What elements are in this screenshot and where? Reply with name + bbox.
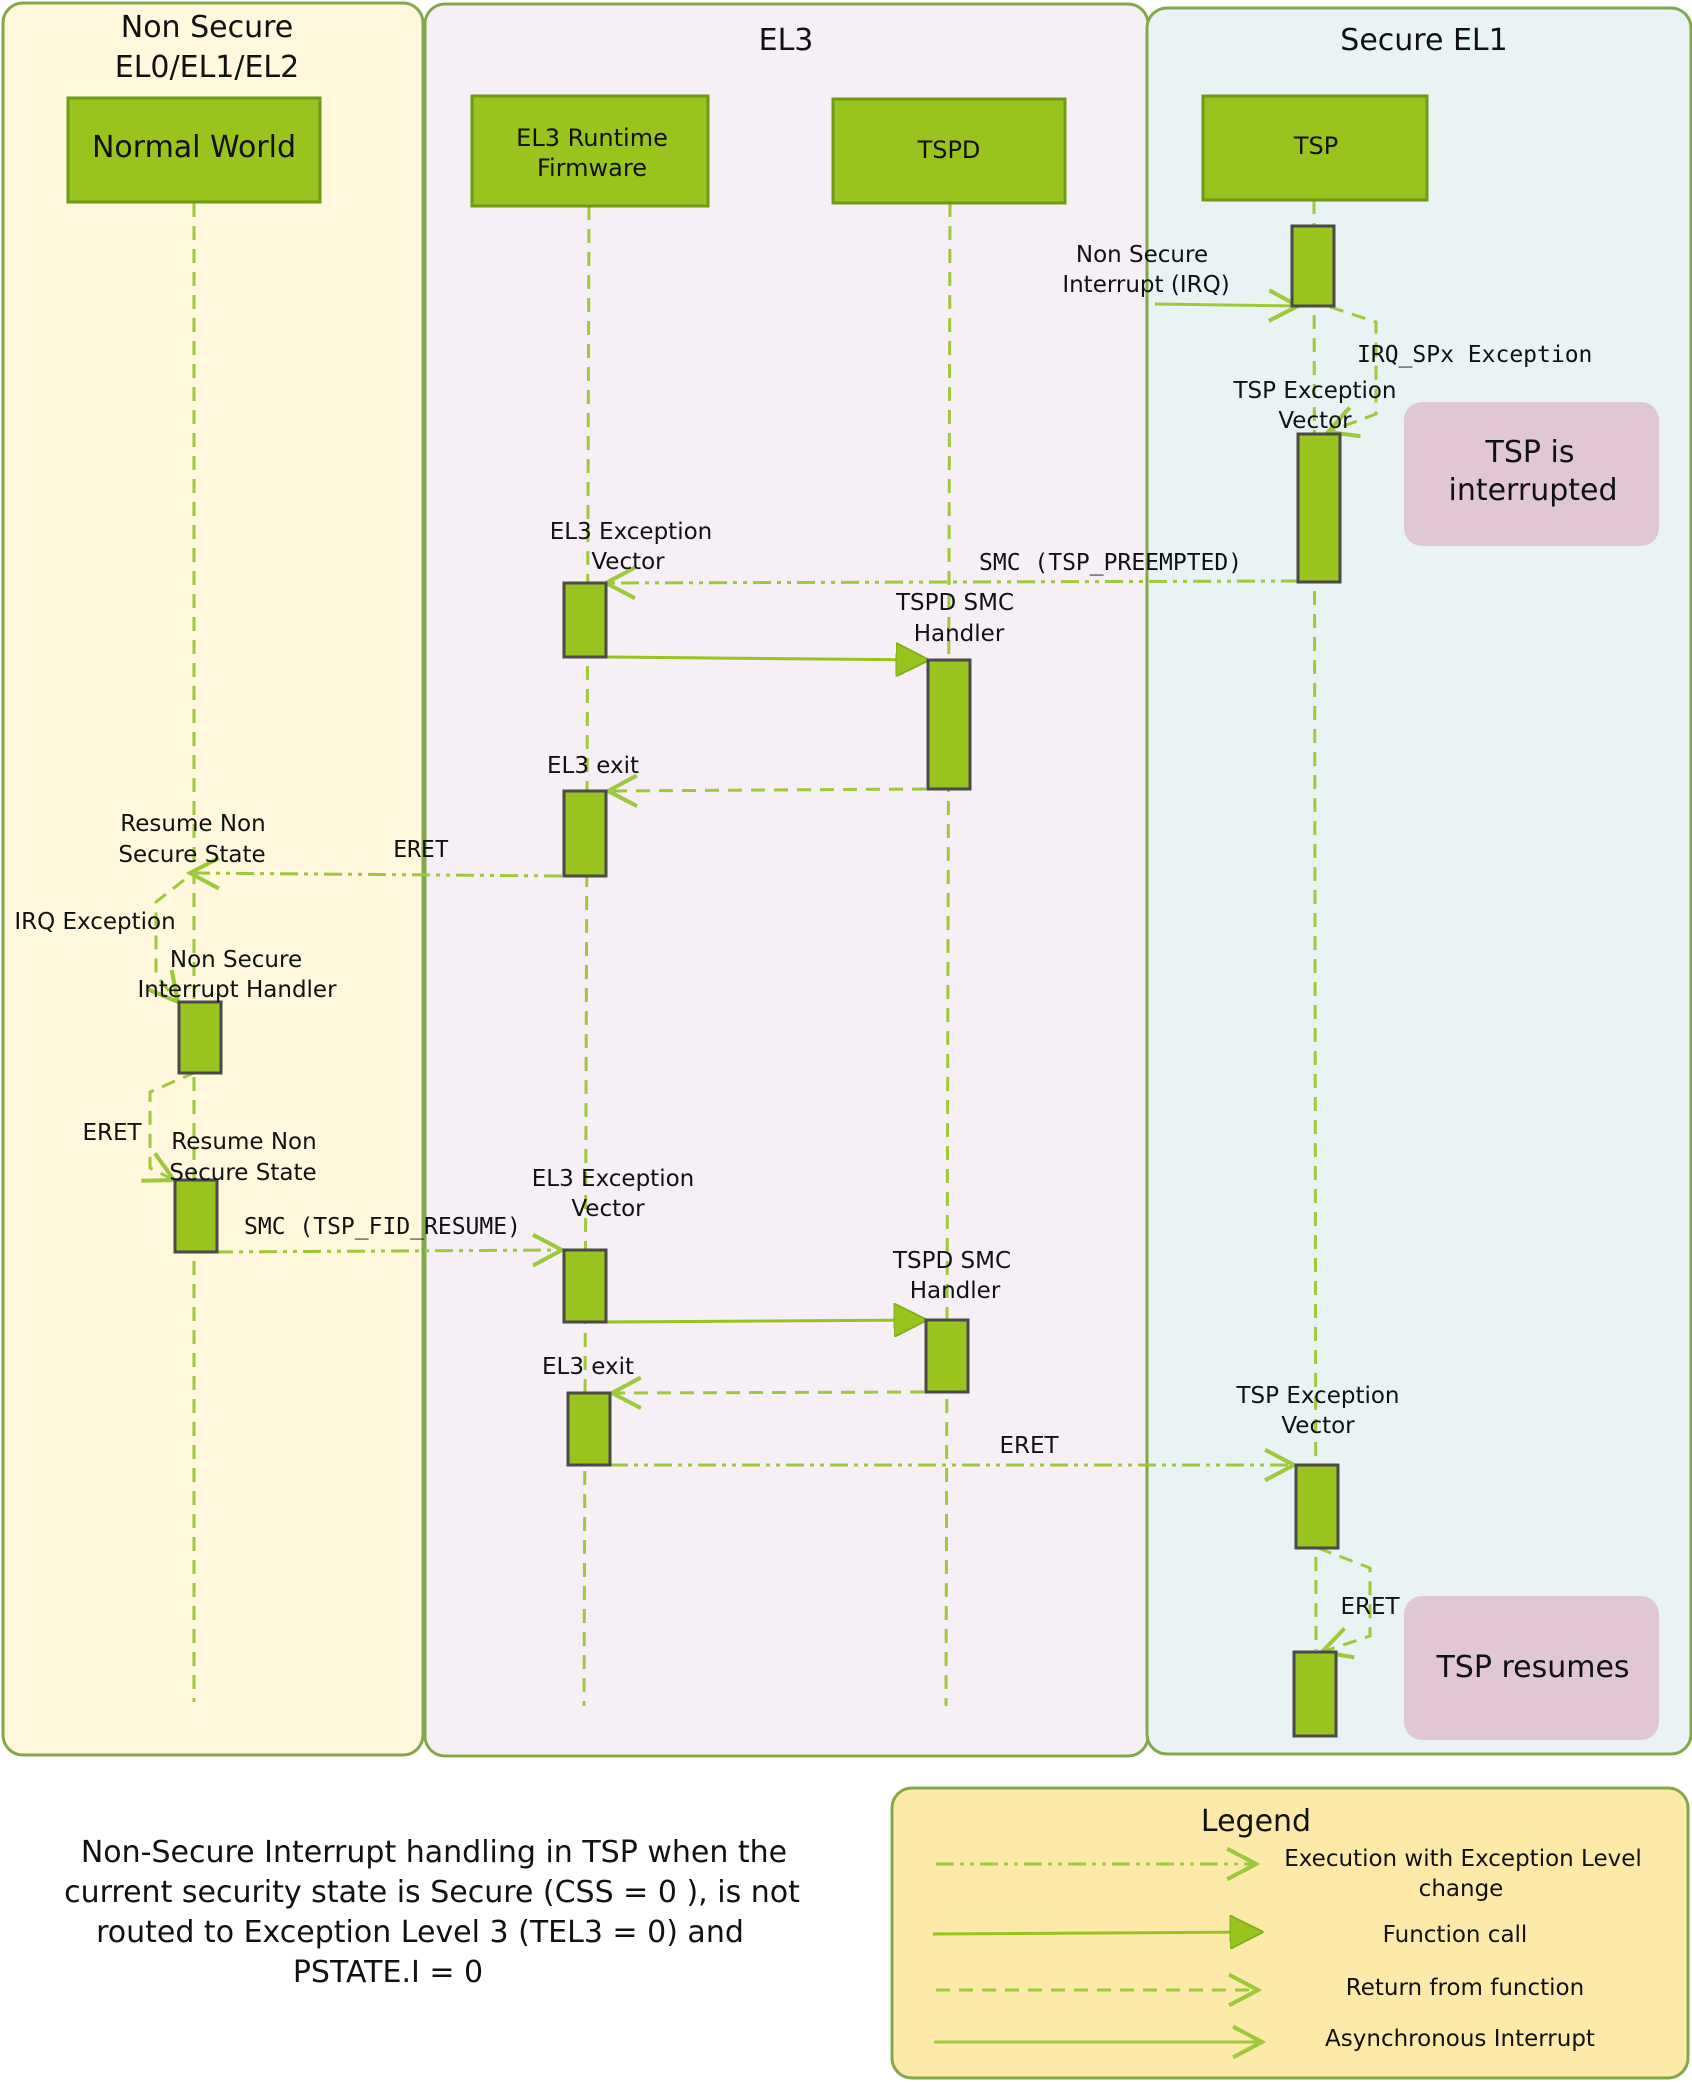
activation-el3-1: [562, 581, 608, 659]
label-resume-ns1-1: Resume Non: [120, 811, 265, 837]
legend-item1-2: change: [1419, 1876, 1504, 1902]
label-el3-exc-vec2-1: EL3 Exception: [532, 1166, 694, 1192]
label-tspd-smc2-1: TSPD SMC: [892, 1248, 1011, 1274]
label-resume-ns1-2: Secure State: [118, 842, 265, 868]
caption-line-4: PSTATE.I = 0: [293, 1955, 483, 1990]
label-tspd-smc2-2: Handler: [910, 1278, 1001, 1304]
legend-item4: Asynchronous Interrupt: [1325, 2026, 1595, 2052]
legend-item2: Function call: [1383, 1922, 1528, 1948]
activation-tspd-2: [924, 1318, 970, 1394]
legend-title: Legend: [1201, 1804, 1311, 1839]
note-tsp-interrupted: [1404, 402, 1659, 546]
label-tspd-smc1-1: TSPD SMC: [895, 590, 1014, 616]
participant-tsp: [1201, 94, 1429, 202]
lane-nonsecure-title-1: Non Secure: [121, 10, 294, 45]
note-tsp-resumes: [1404, 1596, 1659, 1740]
activation-tsp-1: [1290, 224, 1336, 308]
caption-line-2: current security state is Secure (CSS = …: [64, 1875, 800, 1910]
label-tsp-exc-vec1-2: Vector: [1278, 408, 1352, 434]
activation-el3-3: [562, 1248, 608, 1324]
label-irq-spx: IRQ_SPx Exception: [1357, 342, 1592, 368]
eret-arrow-1: [190, 873, 563, 876]
smc-resume-arrow: [214, 1250, 562, 1252]
smc-preempted-arrow: [606, 581, 1300, 583]
note-tsp-resumes-text: TSP resumes: [1435, 1650, 1629, 1685]
lane-nonsecure: [1, 1, 425, 1757]
lane-nonsecure-title-2: EL0/EL1/EL2: [115, 50, 299, 85]
activation-el3-4: [566, 1391, 612, 1467]
label-el3-exit1: EL3 exit: [547, 753, 639, 779]
label-resume-ns2-1: Resume Non: [171, 1129, 316, 1155]
activation-el3-2: [562, 789, 608, 878]
participant-normal-world-label: Normal World: [92, 130, 296, 165]
label-resume-ns2-2: Secure State: [169, 1160, 316, 1186]
activation-tspd-1: [926, 658, 972, 791]
function-call-arrow-2: [605, 1320, 926, 1322]
label-tsp-exc-vec2-2: Vector: [1281, 1413, 1355, 1439]
lifeline-tspd: [944, 202, 952, 1707]
legend-item3: Return from function: [1346, 1975, 1584, 2001]
participant-tspd: [831, 97, 1067, 205]
label-el3-exc-vec1-2: Vector: [591, 549, 665, 575]
lane-el3-title: EL3: [759, 23, 814, 58]
label-tsp-exc-vec2-1: TSP Exception: [1235, 1383, 1399, 1409]
activation-tsp-2: [1296, 432, 1342, 584]
label-nsi-1: Non Secure: [1076, 242, 1208, 268]
irq-spx-return: [1328, 305, 1378, 432]
label-el3-exc-vec1-1: EL3 Exception: [550, 519, 712, 545]
label-eret2: ERET: [82, 1120, 142, 1146]
lane-secure: [1145, 6, 1692, 1756]
activation-tsp-3: [1294, 1463, 1340, 1550]
function-call-arrow-1: [605, 657, 928, 660]
label-el3-exit2: EL3 exit: [542, 1354, 634, 1380]
label-smc-resume: SMC (TSP_FID_RESUME): [244, 1214, 521, 1240]
label-tsp-exc-vec1-1: TSP Exception: [1232, 378, 1396, 404]
caption-line-1: Non-Secure Interrupt handling in TSP whe…: [81, 1835, 787, 1870]
legend-call-line: [932, 1932, 1262, 1934]
legend-item1-1: Execution with Exception Level: [1284, 1846, 1642, 1872]
label-irq-exception: IRQ Exception: [14, 909, 175, 935]
label-eret3: ERET: [999, 1433, 1059, 1459]
caption-line-3: routed to Exception Level 3 (TEL3 = 0) a…: [96, 1915, 744, 1950]
label-ns-handler-2: Interrupt Handler: [137, 977, 337, 1003]
activation-nw-1: [177, 1000, 223, 1075]
return-arrow-1: [608, 789, 927, 791]
label-smc-preempted: SMC (TSP_PREEMPTED): [979, 550, 1242, 576]
legend-box: [890, 1786, 1690, 2080]
participant-el3-runtime-label-2: Firmware: [537, 154, 647, 182]
participant-normal-world: [66, 96, 322, 204]
async-interrupt-arrow: [1154, 304, 1298, 306]
activation-tsp-4: [1292, 1650, 1338, 1738]
label-eret1: ERET: [393, 837, 449, 863]
note-tsp-interrupted-1: TSP is: [1485, 435, 1575, 470]
lane-el3: [423, 2, 1150, 1758]
participant-el3-runtime: [470, 94, 710, 208]
label-tspd-smc1-2: Handler: [914, 621, 1005, 647]
eret-self-return: [150, 1070, 197, 1180]
note-tsp-interrupted-2: interrupted: [1448, 473, 1617, 508]
participant-tspd-label: TSPD: [917, 136, 981, 164]
participant-tsp-label: TSP: [1293, 132, 1338, 160]
eret-self-return-tsp: [1317, 1546, 1372, 1652]
activation-nw-2: [173, 1178, 219, 1254]
label-el3-exc-vec2-2: Vector: [571, 1196, 645, 1222]
label-nsi-2: Interrupt (IRQ): [1062, 272, 1229, 298]
return-arrow-2: [612, 1392, 925, 1393]
label-ns-handler-1: Non Secure: [170, 947, 302, 973]
lane-secure-title: Secure EL1: [1340, 23, 1507, 58]
irq-exception-self: [156, 878, 185, 1002]
label-eret4: ERET: [1340, 1594, 1400, 1620]
participant-el3-runtime-label-1: EL3 Runtime: [516, 124, 668, 152]
